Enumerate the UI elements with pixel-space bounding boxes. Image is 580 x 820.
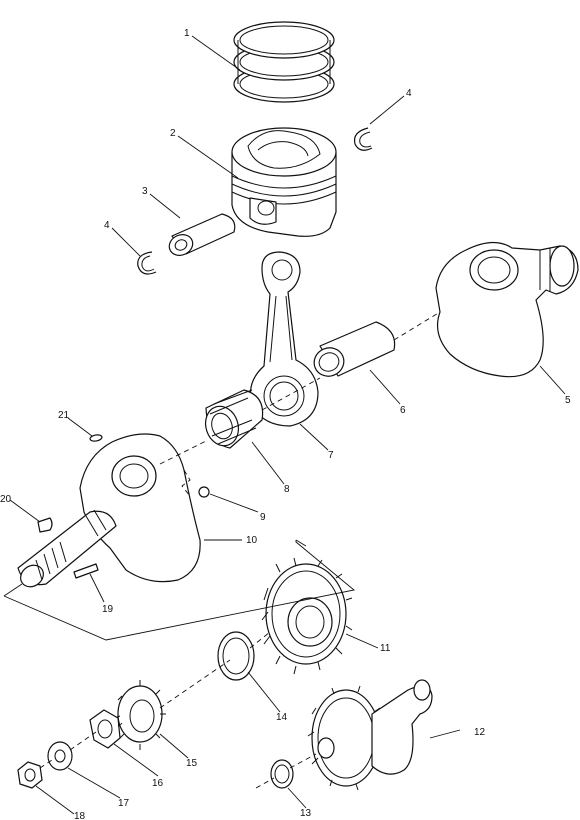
circlip-left bbox=[137, 251, 157, 275]
callout-1: 1 bbox=[184, 28, 190, 39]
shim-washer bbox=[217, 631, 255, 681]
callout-9: 9 bbox=[260, 512, 266, 523]
drive-gear bbox=[261, 557, 353, 675]
callout-16: 16 bbox=[152, 778, 164, 789]
callout-11: 11 bbox=[380, 643, 391, 654]
callout-labels: 1 2 3 4 4 5 6 7 8 9 10 11 12 13 14 15 16… bbox=[0, 28, 571, 820]
woodruff-key bbox=[37, 517, 53, 533]
callout-12: 12 bbox=[474, 727, 486, 738]
callout-4-left: 4 bbox=[104, 220, 110, 231]
washer bbox=[47, 741, 73, 771]
small-key bbox=[89, 434, 103, 442]
end-nut bbox=[17, 761, 43, 789]
callout-13: 13 bbox=[300, 808, 312, 819]
crank-pin-dowel bbox=[73, 563, 99, 579]
dowel-pin bbox=[198, 486, 210, 498]
callout-15: 15 bbox=[186, 758, 198, 769]
sub-assembly-outline bbox=[3, 539, 356, 641]
callout-17: 17 bbox=[118, 798, 130, 809]
crank-pin bbox=[313, 321, 396, 377]
small-shim bbox=[270, 759, 294, 789]
callout-14: 14 bbox=[276, 712, 288, 723]
callout-7: 7 bbox=[328, 450, 334, 461]
callout-20: 20 bbox=[0, 494, 12, 505]
piston bbox=[231, 127, 337, 237]
callout-6: 6 bbox=[400, 405, 406, 416]
callout-4-top: 4 bbox=[406, 88, 412, 99]
crankshaft-right-half bbox=[435, 241, 579, 378]
needle-bearing bbox=[204, 389, 264, 449]
callout-21: 21 bbox=[58, 410, 70, 421]
balancer-shaft bbox=[307, 679, 433, 791]
crankshaft-left-half bbox=[17, 433, 201, 588]
callout-18: 18 bbox=[74, 811, 86, 820]
callout-3: 3 bbox=[142, 186, 148, 197]
connecting-rod bbox=[249, 251, 319, 427]
sprocket bbox=[113, 680, 166, 750]
callout-10: 10 bbox=[246, 535, 258, 546]
leader-lines bbox=[9, 35, 566, 815]
assembly-axis-lines bbox=[39, 311, 441, 789]
hex-nut bbox=[89, 709, 121, 749]
callout-8: 8 bbox=[284, 484, 290, 495]
callout-2: 2 bbox=[170, 128, 176, 139]
callout-19: 19 bbox=[102, 604, 114, 615]
callout-5: 5 bbox=[565, 395, 571, 406]
piston-rings bbox=[233, 21, 335, 103]
circlip-top bbox=[353, 127, 373, 151]
piston-pin bbox=[168, 213, 236, 256]
